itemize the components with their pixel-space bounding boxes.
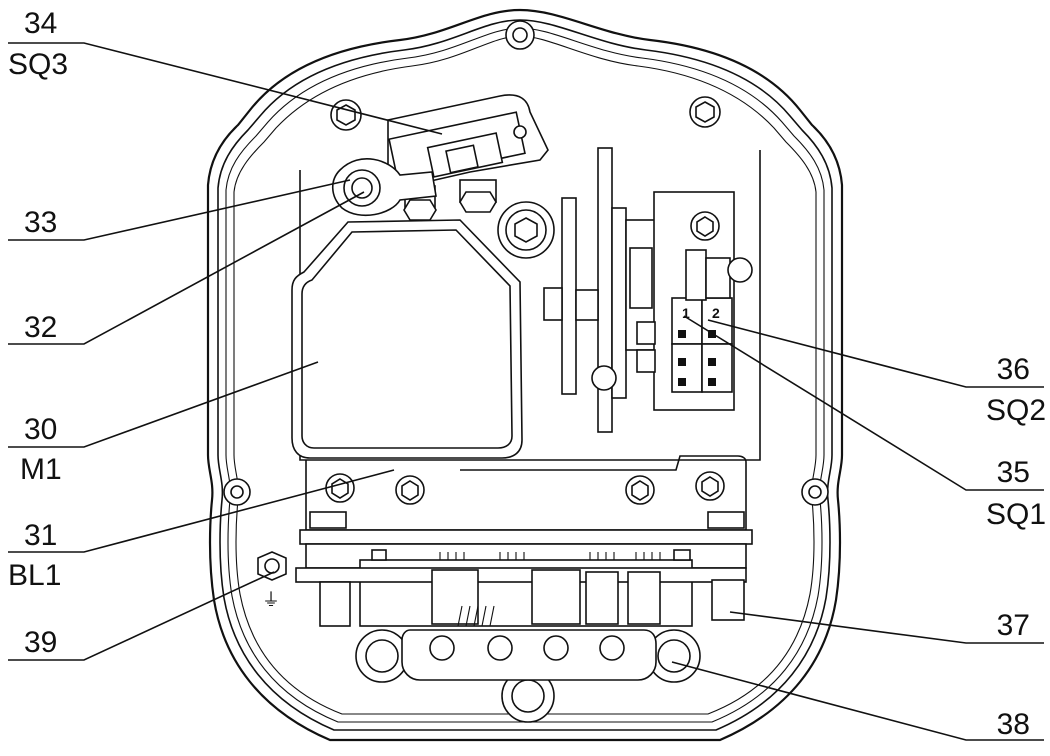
callout-33-number: 33 <box>24 206 57 239</box>
callout-37: 37 <box>997 609 1030 642</box>
callout-35-number: 35 <box>997 456 1030 489</box>
callout-35: 35 SQ1 <box>986 456 1046 531</box>
callout-30: 30 M1 <box>20 413 62 486</box>
callout-36-number: 36 <box>997 353 1030 386</box>
callout-35-code: SQ1 <box>986 498 1046 531</box>
mounting-ears <box>223 20 829 506</box>
limit-switch-sq3 <box>387 94 549 221</box>
callout-34: 34 SQ3 <box>8 7 68 81</box>
cable-entries <box>355 629 701 723</box>
limit-switch-block: 1 2 <box>636 191 753 411</box>
callout-36: 36 SQ2 <box>986 353 1046 427</box>
callout-33: 33 <box>24 206 57 239</box>
ground-stud: ⏚ <box>257 551 287 611</box>
callout-32: 32 <box>24 311 57 344</box>
callout-36-code: SQ2 <box>986 394 1046 427</box>
motor-m1 <box>291 219 523 459</box>
pcb-bracket <box>295 455 753 627</box>
callout-31: 31 BL1 <box>8 519 61 592</box>
callout-39: 39 <box>24 626 57 659</box>
ground-icon: ⏚ <box>262 590 280 611</box>
switch-mark-1: 1 <box>682 305 690 321</box>
leader-lines <box>8 42 1044 741</box>
callout-34-number: 34 <box>24 7 57 40</box>
callout-30-number: 30 <box>24 413 57 446</box>
callout-39-number: 39 <box>24 626 57 659</box>
enclosure-housing <box>206 8 844 742</box>
switch-mark-2: 2 <box>712 305 720 321</box>
switch-lever <box>331 158 437 217</box>
callout-38-number: 38 <box>997 708 1030 741</box>
callout-31-number: 31 <box>24 519 57 552</box>
callout-34-code: SQ3 <box>8 48 68 81</box>
callout-37-number: 37 <box>997 609 1030 642</box>
callout-30-code: M1 <box>20 453 62 486</box>
callout-31-code: BL1 <box>8 559 61 592</box>
callout-38: 38 <box>997 708 1030 741</box>
callout-32-number: 32 <box>24 311 57 344</box>
